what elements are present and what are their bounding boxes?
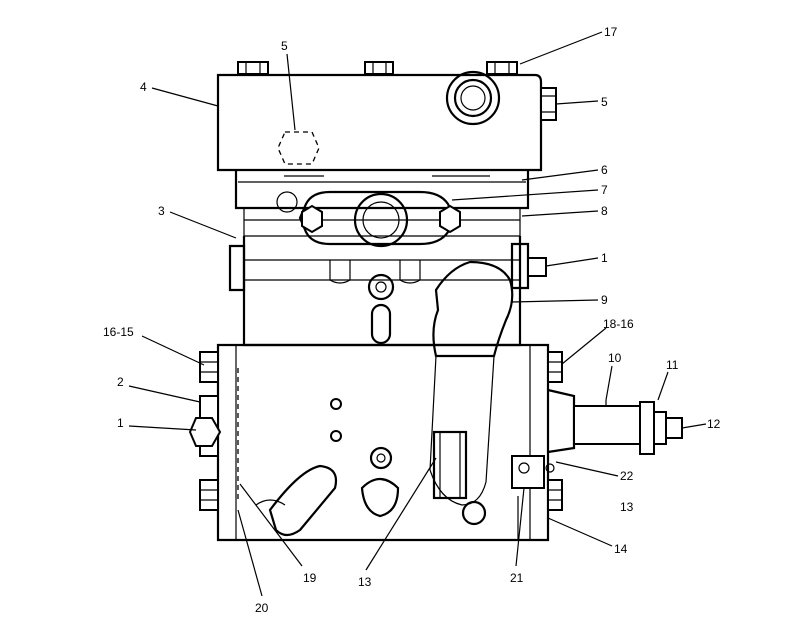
callout-8: 8	[601, 204, 608, 218]
callout-2: 2	[117, 375, 124, 389]
callout-labels: 17 5 4 5 6 7 3 8 1 9 16-15 18-16 2 10 11…	[103, 25, 721, 615]
callout-22: 22	[620, 469, 634, 483]
callout-14: 14	[614, 542, 628, 556]
callout-6: 6	[601, 163, 608, 177]
callout-17: 17	[604, 25, 618, 39]
callout-11: 11	[666, 358, 679, 372]
callout-13-bottom: 13	[358, 575, 372, 589]
crankcase-body	[216, 236, 555, 542]
callout-20: 20	[255, 601, 269, 615]
callout-9: 9	[601, 293, 608, 307]
callout-10: 10	[608, 351, 622, 365]
callout-13-right: 13	[620, 500, 634, 514]
drive-shaft	[547, 351, 683, 511]
callout-16-15: 16-15	[103, 325, 134, 339]
callout-21: 21	[510, 571, 524, 585]
callout-19: 19	[303, 571, 317, 585]
callout-7: 7	[601, 183, 608, 197]
callout-1-top: 1	[601, 251, 608, 265]
leader-lines	[128, 31, 707, 597]
callout-18-16: 18-16	[603, 317, 634, 331]
callout-1-left: 1	[117, 416, 124, 430]
callout-4: 4	[140, 80, 147, 94]
callout-5-right: 5	[601, 95, 608, 109]
callout-5-top: 5	[281, 39, 288, 53]
left-flange	[188, 351, 222, 511]
callout-3: 3	[158, 204, 165, 218]
valve-plate	[234, 170, 530, 248]
callout-12: 12	[707, 417, 721, 431]
cylinder-head	[216, 61, 557, 172]
